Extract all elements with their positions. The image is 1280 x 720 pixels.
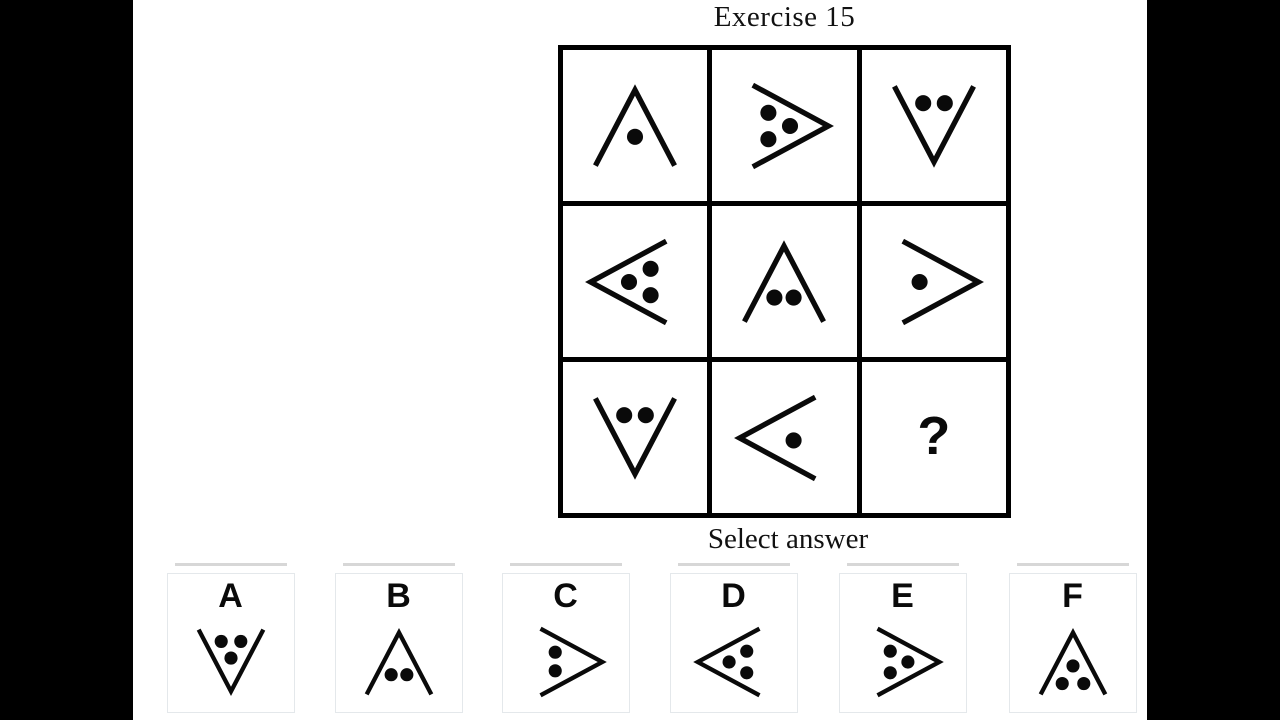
option-letter: D [721, 577, 747, 615]
grid-cell-2 [712, 50, 857, 201]
answer-option-c[interactable]: C [502, 563, 630, 713]
grid-cell-4 [563, 206, 708, 357]
letterbox-right [1147, 0, 1280, 720]
question-mark: ? [917, 405, 951, 466]
grid-cell-1 [563, 50, 708, 201]
chevron-right-one-dot-figure [874, 222, 994, 342]
content-panel: Exercise 15 ? Select answer [133, 0, 1147, 720]
grid-cell-7 [563, 362, 708, 513]
option-letter: A [218, 577, 244, 615]
chevron-right-two-dots-figure [517, 611, 615, 712]
exercise-title: Exercise 15 [713, 1, 856, 33]
answer-option-e[interactable]: E [839, 563, 967, 713]
chevron-right-three-dots-figure [854, 611, 952, 712]
chevron-right-three-dots-figure [724, 66, 844, 186]
chevron-up-three-dots-figure [1024, 611, 1122, 712]
grid-cell-3 [861, 50, 1006, 201]
letterbox-left [0, 0, 133, 720]
chevron-up-two-dots-figure [724, 222, 844, 342]
chevron-down-three-dots-figure [182, 611, 280, 712]
answer-option-a[interactable]: A [167, 563, 295, 713]
chevron-down-two-dots-figure [575, 378, 695, 498]
grid-cell-5 [712, 206, 857, 357]
option-letter: B [386, 577, 412, 615]
grid-cell-6 [861, 206, 1006, 357]
chevron-up-one-dot-figure [575, 66, 695, 186]
chevron-up-two-dots-figure [350, 611, 448, 712]
answer-option-d[interactable]: D [670, 563, 798, 713]
grid-cell-9: ? [861, 362, 1006, 513]
puzzle-grid: ? [558, 45, 1011, 518]
chevron-left-three-dots-figure [575, 222, 695, 342]
option-letter: E [891, 577, 915, 615]
answer-option-f[interactable]: F [1009, 563, 1137, 713]
chevron-left-three-dots-figure [685, 611, 783, 712]
option-letter: F [1062, 577, 1084, 615]
chevron-left-one-dot-figure [724, 378, 844, 498]
select-answer-label: Select answer [707, 523, 869, 555]
option-letter: C [553, 577, 579, 615]
answer-option-b[interactable]: B [335, 563, 463, 713]
chevron-down-two-dots-figure [874, 66, 994, 186]
grid-cell-8 [712, 362, 857, 513]
